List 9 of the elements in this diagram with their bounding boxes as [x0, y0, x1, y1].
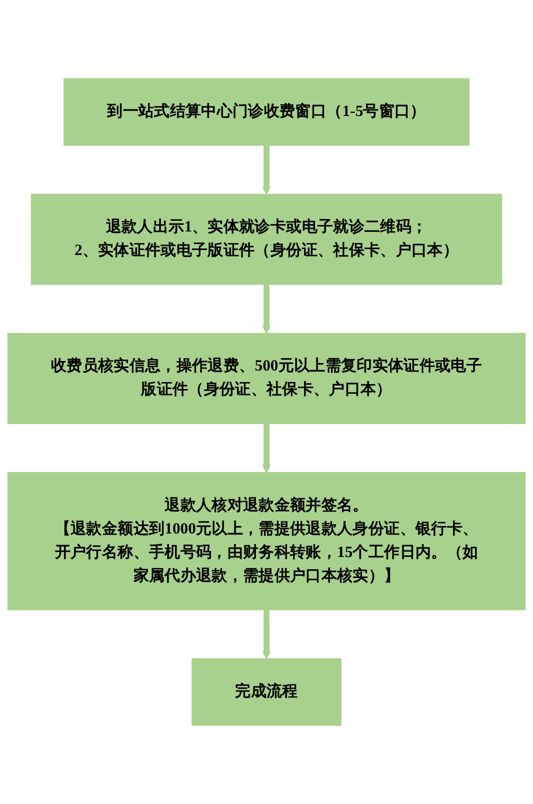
node-box: 收费员核实信息，操作退费、500元以上需复印实体证件或电子版证件（身份证、社保卡、户口本） [7, 332, 526, 424]
arrow [262, 424, 271, 473]
arrow [262, 610, 271, 660]
node-box: 退款人出示1、实体就诊卡或电子就诊二维码； 2、实体证件或电子版证件（身份证、社保卡、户口本） [30, 194, 502, 285]
node-box: 退款人核对退款金额并签名。 【退款金额达到1000元以上，需提供退款人身份证、银行卡、开户行名称、手机号码，由财务科转账，15个工作日内。（如家属代办退款，需提供户口本核实）】 [7, 472, 526, 610]
arrow [262, 145, 271, 195]
arrow [262, 284, 271, 334]
node-box: 完成流程 [192, 658, 342, 726]
node-box: 到一站式结算中心门诊收费窗口（1-5号窗口） [64, 78, 470, 146]
